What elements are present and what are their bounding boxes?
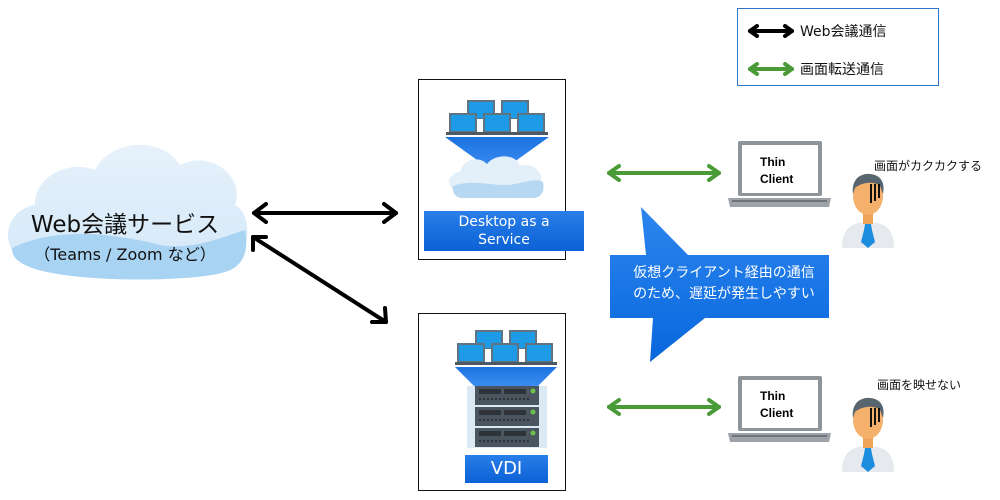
daas-label-line1: Desktop as a [458,214,550,230]
thin-client-laptop-icon [728,141,831,207]
legend-label: 画面転送通信 [800,62,884,78]
daas-desktops-cloud-icon [445,100,549,198]
daas-label-line2: Service [478,232,530,248]
daas-label: Desktop as a Service [424,211,584,251]
web-conference-arrow-vdi [251,235,388,324]
thin-client-screen-label: Thin Client [760,388,793,422]
thin-client-screen-label: Thin Client [760,154,793,188]
callout-line1: 仮想クライアント経由の通信 [633,265,815,281]
vdi-label: VDI [465,455,548,483]
web-conference-arrow [252,202,398,224]
frustrated-user-icon [842,397,894,472]
legend-box: Web会議通信 画面転送通信 [737,8,939,86]
server-rack-icon [467,386,547,448]
screen-line2: Client [760,172,794,186]
user-remark: 画面を映せない [877,378,962,392]
callout-shape [610,207,829,362]
web-service-title: Web会議サービス [30,212,220,238]
vdi-desktops-server-icon [455,330,557,448]
legend-item-web-conference: Web会議通信 [746,21,887,41]
green-double-arrow-icon [748,62,794,76]
screen-line1: Thin [760,155,786,169]
black-double-arrow-icon [748,24,794,38]
callout-line2: のため、遅延が発生しやすい [633,286,815,302]
web-service-subtitle: （Teams / Zoom など） [34,245,216,264]
screen-transfer-arrow-bottom [607,398,721,416]
laptop-icon [446,100,548,135]
screen-transfer-arrow-top [607,164,721,182]
legend-label: Web会議通信 [800,24,887,40]
frustrated-user-icon [842,173,894,248]
latency-callout: 仮想クライアント経由の通信 のため、遅延が発生しやすい [618,263,830,305]
thin-client-laptop-icon [728,376,831,442]
user-remark: 画面がカクカクする [874,159,983,173]
screen-line1: Thin [760,389,786,403]
legend-item-screen-transfer: 画面転送通信 [746,59,884,79]
web-service-cloud-icon [8,144,248,280]
laptop-icon [455,330,557,365]
screen-line2: Client [760,406,794,420]
